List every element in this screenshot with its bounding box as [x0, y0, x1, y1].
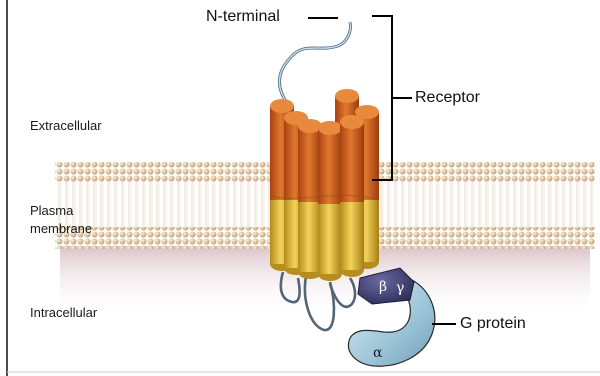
alpha-label: α — [373, 346, 382, 360]
receptor-helix-bundle-front — [272, 111, 378, 281]
n-terminal-label: N-terminal — [206, 9, 280, 25]
plasma-membrane-label-line1: Plasma — [30, 204, 73, 217]
g-protein-label: G protein — [460, 316, 526, 332]
extracellular-label: Extracellular — [30, 119, 102, 132]
gamma-label: γ — [396, 281, 404, 295]
helix — [318, 121, 342, 281]
receptor-label: Receptor — [415, 90, 480, 106]
intracellular-label: Intracellular — [30, 306, 97, 319]
beta-label: β — [379, 280, 387, 294]
plasma-membrane-label-line2: membrane — [30, 222, 92, 235]
